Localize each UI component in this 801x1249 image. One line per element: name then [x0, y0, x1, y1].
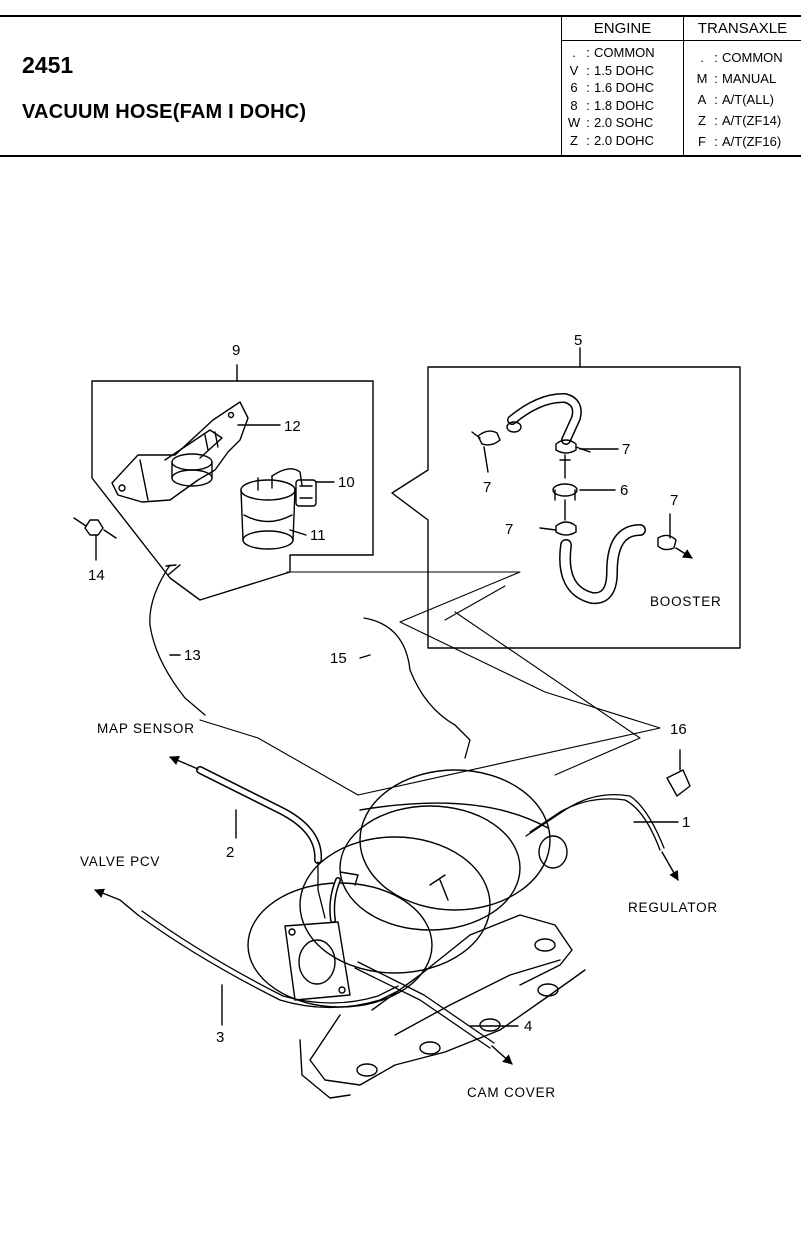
valve-pcv-label: VALVE PCV [80, 854, 160, 869]
callout-12: 12 [284, 418, 301, 435]
table-heading-rule [561, 40, 801, 41]
callout-2: 2 [226, 844, 234, 861]
table-left-border [561, 15, 562, 156]
table-divider [683, 15, 684, 156]
cam-cover-label: CAM COVER [467, 1085, 556, 1100]
callout-7-left: 7 [483, 479, 491, 496]
booster-label: BOOSTER [650, 594, 722, 609]
vacuum-hose-diagram: 9 5 12 10 11 14 13 15 7 7 6 7 7 16 1 2 3… [73, 332, 741, 1100]
intake-manifold [247, 769, 586, 1099]
callout-7-right: 7 [670, 492, 678, 509]
engine-row: Z:2.0 DOHC [570, 132, 654, 148]
callout-4: 4 [524, 1018, 532, 1035]
regulator-label: REGULATOR [628, 900, 718, 915]
transaxle-row: .:COMMON [700, 50, 783, 65]
callout-6: 6 [620, 482, 628, 499]
clip-part-16 [666, 749, 691, 797]
callout-3: 3 [216, 1029, 224, 1046]
callout-16: 16 [670, 721, 687, 738]
engine-row: 6:1.6 DOHC [570, 80, 654, 95]
page-code: 2451 [22, 52, 74, 78]
engine-row: 8:1.8 DOHC [570, 97, 654, 113]
transaxle-row: Z:A/T(ZF14) [698, 113, 782, 128]
transaxle-code-list: .:COMMON M:MANUAL A:A/T(ALL) Z:A/T(ZF14)… [694, 47, 783, 152]
assembly-box-9 [91, 380, 374, 601]
callout-5: 5 [574, 332, 582, 349]
assembly-box-5 [391, 366, 741, 649]
callout-14: 14 [88, 567, 105, 584]
engine-row: V:1.5 DOHC [569, 62, 654, 78]
bracket-part-12 [111, 401, 249, 503]
callout-11: 11 [310, 527, 326, 544]
engine-row: .:COMMON [572, 45, 655, 60]
callout-numbers: 9 5 12 10 11 14 13 15 7 7 6 7 7 16 1 2 3… [88, 332, 690, 1046]
engine-heading: ENGINE [593, 20, 652, 37]
callout-13: 13 [184, 647, 201, 664]
callout-7-lower: 7 [505, 521, 513, 538]
transaxle-heading: TRANSAXLE [697, 20, 788, 37]
callout-10: 10 [338, 474, 355, 491]
page-title: VACUUM HOSE(FAM I DOHC) [22, 101, 307, 123]
connector-part-10 [295, 479, 317, 507]
transaxle-row: A:A/T(ALL) [697, 92, 775, 107]
map-sensor-part-11 [240, 468, 303, 550]
callout-15: 15 [330, 650, 347, 667]
engine-row: W:2.0 SOHC [567, 115, 654, 130]
callout-1: 1 [682, 814, 690, 831]
header-bottom-rule [0, 155, 801, 157]
map-sensor-label: MAP SENSOR [97, 721, 195, 736]
callout-9: 9 [232, 342, 240, 359]
transaxle-row: M:MANUAL [696, 71, 777, 86]
callout-7-upper: 7 [622, 441, 630, 458]
transaxle-row: F:A/T(ZF16) [698, 134, 782, 149]
header-top-rule [0, 15, 801, 17]
nut-part-14 [73, 517, 117, 539]
engine-code-list: .:COMMON V:1.5 DOHC 6:1.6 DOHC 8:1.8 DOH… [566, 44, 655, 149]
diagram-labels: BOOSTER MAP SENSOR REGULATOR VALVE PCV C… [80, 594, 722, 1100]
